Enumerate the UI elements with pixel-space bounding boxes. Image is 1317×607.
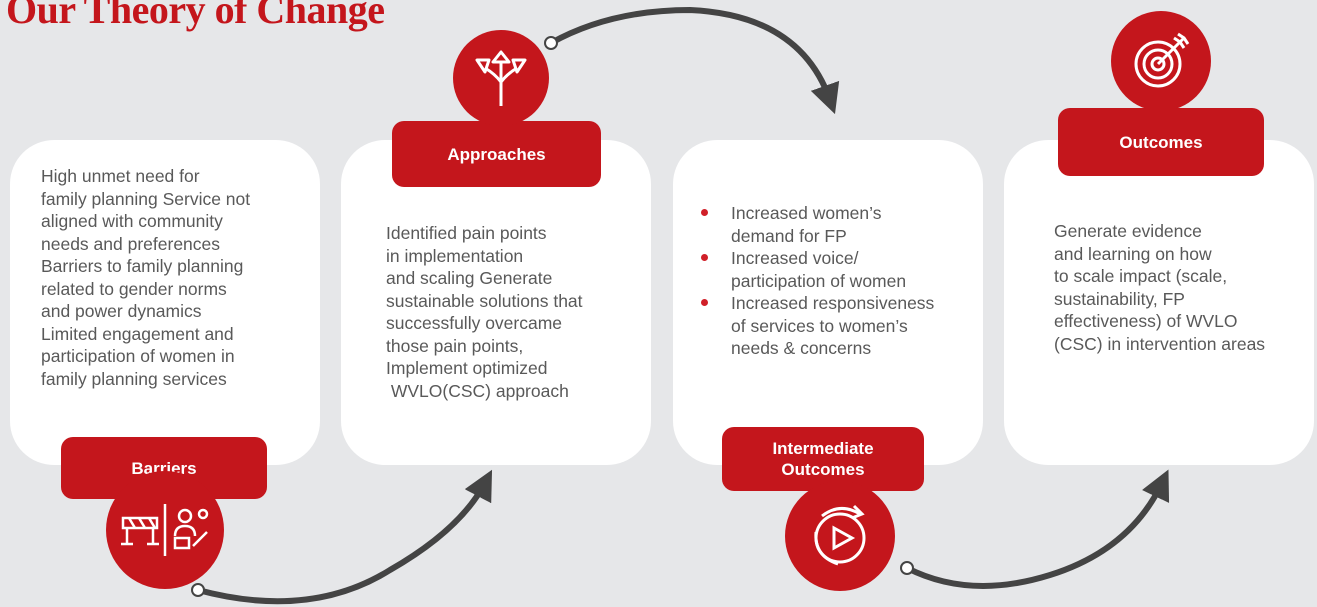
arrow-intermediate-to-outcomes	[905, 469, 1170, 589]
barriers-line: High unmet need for	[41, 166, 200, 186]
intermediate-outcomes-label: Intermediate Outcomes	[722, 427, 924, 491]
list-item: Increased voice/ participation of women	[695, 247, 934, 292]
approaches-card: Identified pain points in implementation…	[341, 140, 651, 465]
page-title: Our Theory of Change	[6, 0, 385, 32]
barriers-line: Limited engagement and	[41, 323, 234, 344]
intermediate-outcomes-text: Increased women’s demand for FP Increase…	[695, 202, 934, 360]
barriers-line: needs and preferences	[41, 233, 221, 254]
list-item: Increased responsiveness of services to …	[695, 292, 934, 360]
bullet-line: needs & concerns	[731, 338, 872, 358]
outcomes-line: effectiveness) of WVLO	[1054, 311, 1238, 331]
outcomes-icon-circle	[1111, 11, 1211, 111]
bullet-line: of services to women’s	[731, 315, 908, 336]
approaches-line: sustainable solutions that	[386, 290, 583, 311]
approaches-line: and scaling Generate	[386, 268, 553, 288]
bullet-line: Increased women’s	[731, 203, 882, 223]
approaches-line: Implement optimized	[386, 358, 548, 378]
outcomes-card: Generate evidence and learning on how to…	[1004, 140, 1314, 465]
barriers-icon-circle	[106, 471, 224, 589]
barriers-line: related to gender norms	[41, 278, 227, 299]
diverging-arrows-icon	[475, 50, 527, 106]
barriers-line: aligned with community	[41, 211, 223, 231]
target-arrow-icon	[1134, 32, 1190, 88]
barriers-line: Barriers to family planning	[41, 256, 244, 276]
intermediate-label-line: Intermediate	[772, 439, 874, 458]
approaches-label-text: Approaches	[447, 144, 546, 164]
arrow-start-dot	[191, 583, 205, 597]
outcomes-line: Generate evidence	[1054, 221, 1202, 241]
outcomes-line: to scale impact (scale,	[1054, 266, 1228, 286]
intermediate-outcomes-card: Increased women’s demand for FP Increase…	[673, 140, 983, 465]
approaches-text: Identified pain points in implementation…	[386, 222, 583, 402]
barriers-line: family planning services	[41, 368, 227, 389]
approaches-label: Approaches	[392, 121, 601, 187]
intermediate-icon-circle	[785, 481, 895, 591]
arrow-start-dot	[544, 36, 558, 50]
play-cycle-icon	[814, 504, 866, 566]
barriers-line: participation of women in	[41, 346, 235, 366]
arrow-barriers-to-approaches	[197, 469, 493, 605]
barrier-person-icon	[121, 504, 209, 556]
approaches-icon-circle	[453, 30, 549, 126]
barriers-card: High unmet need for family planning Serv…	[10, 140, 320, 465]
outcomes-line: and learning on how	[1054, 243, 1212, 264]
barriers-text: High unmet need for family planning Serv…	[41, 165, 250, 390]
outcomes-line: (CSC) in intervention areas	[1054, 333, 1266, 354]
outcomes-line: sustainability, FP	[1054, 288, 1185, 309]
bullet-line: participation of women	[731, 270, 907, 291]
outcomes-text: Generate evidence and learning on how to…	[1054, 220, 1265, 355]
approaches-line: WVLO(CSC) approach	[386, 380, 569, 401]
bullet-line: Increased responsiveness	[731, 293, 935, 313]
approaches-line: successfully overcame	[386, 313, 563, 333]
arrow-start-dot	[900, 561, 914, 575]
approaches-line: in implementation	[386, 245, 524, 266]
arrow-approaches-to-intermediate	[549, 6, 840, 115]
outcomes-label: Outcomes	[1058, 108, 1264, 176]
barriers-line: and power dynamics	[41, 301, 202, 321]
bullet-line: Increased voice/	[731, 248, 859, 268]
outcomes-label-text: Outcomes	[1119, 132, 1203, 152]
list-item: Increased women’s demand for FP	[695, 202, 934, 247]
approaches-line: Identified pain points	[386, 223, 547, 243]
bullet-line: demand for FP	[731, 225, 847, 246]
intermediate-outcomes-list: Increased women’s demand for FP Increase…	[695, 202, 934, 360]
barriers-line: family planning Service not	[41, 188, 251, 209]
intermediate-label-line: Outcomes	[781, 460, 865, 479]
approaches-line: those pain points,	[386, 335, 524, 356]
